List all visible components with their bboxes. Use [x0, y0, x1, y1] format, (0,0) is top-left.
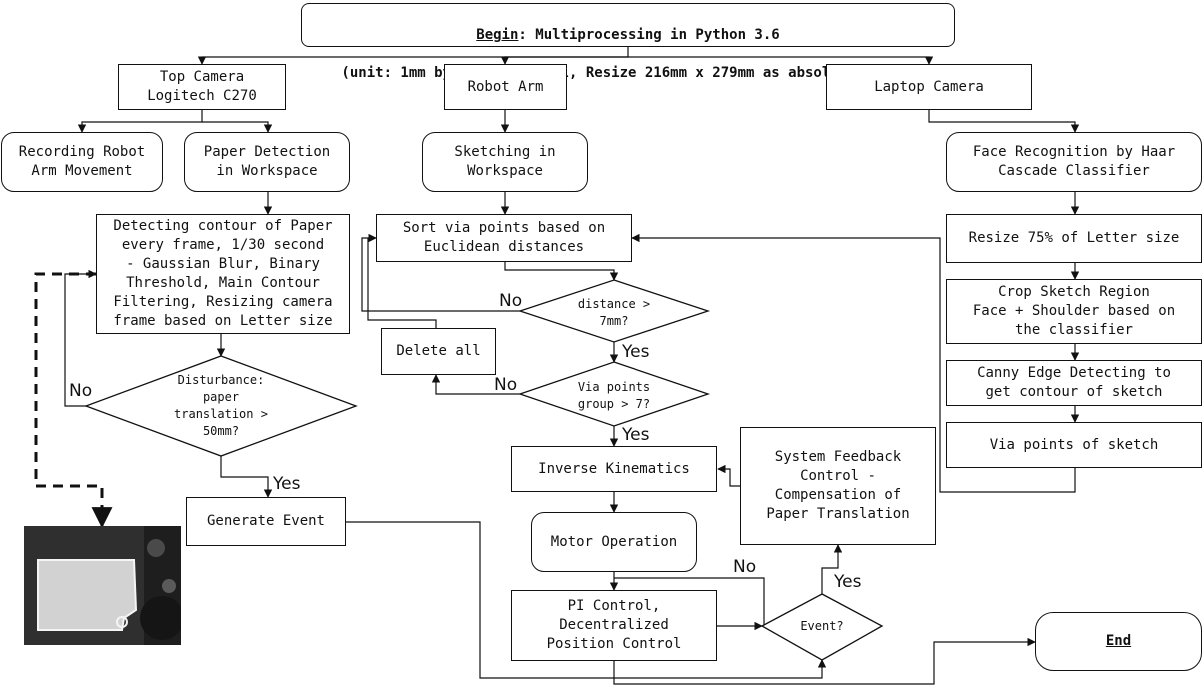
laptop-camera-box: Laptop Camera	[826, 64, 1032, 110]
begin-box: Begin: Multiprocessing in Python 3.6 (un…	[301, 3, 955, 81]
no-disturbance-label: No	[69, 381, 93, 401]
begin-keyword: Begin	[476, 27, 519, 43]
canny-edge-box: Canny Edge Detecting to get contour of s…	[946, 360, 1202, 406]
robot-arm-box: Robot Arm	[444, 64, 567, 110]
via-group-label: Via points group > 7?	[577, 380, 651, 411]
sort-via-points-box: Sort via points based on Euclidean dista…	[376, 214, 632, 262]
end-terminal: End	[1035, 612, 1202, 671]
yes-via-label: Yes	[622, 425, 650, 445]
top-camera-box: Top Camera Logitech C270	[118, 64, 286, 110]
motor-operation-box: Motor Operation	[531, 512, 697, 572]
distance-diamond	[517, 279, 711, 343]
no-via-label: No	[494, 375, 518, 395]
yes-disturbance-label: Yes	[273, 474, 301, 494]
system-feedback-box: System Feedback Control - Compensation o…	[740, 427, 936, 545]
disturbance-label: Disturbance: paper translation > 50mm?	[174, 373, 268, 438]
event-label: Event?	[800, 619, 844, 633]
recording-robot-arm-box: Recording Robot Arm Movement	[1, 132, 163, 192]
disturbance-diamond	[84, 355, 358, 457]
crop-sketch-box: Crop Sketch Region Face + Shoulder based…	[946, 279, 1202, 344]
camera-frame-image	[24, 526, 181, 645]
distance-label: distance > 7mm?	[577, 297, 651, 328]
paper-detection-box: Paper Detection in Workspace	[184, 132, 350, 192]
event-diamond	[760, 593, 884, 661]
inverse-kinematics-box: Inverse Kinematics	[511, 446, 717, 492]
resize-box: Resize 75% of Letter size	[946, 214, 1202, 263]
begin-title: : Multiprocessing in Python 3.6	[518, 27, 780, 43]
yes-distance-label: Yes	[622, 342, 650, 362]
face-recognition-box: Face Recognition by Haar Cascade Classif…	[946, 132, 1202, 192]
delete-all-box: Delete all	[381, 328, 496, 375]
no-distance-label: No	[499, 291, 523, 311]
via-group-diamond	[517, 361, 711, 427]
yes-event-label: Yes	[834, 572, 862, 592]
no-event-label: No	[733, 557, 757, 577]
sketching-workspace-box: Sketching in Workspace	[422, 132, 588, 192]
generate-event-box: Generate Event	[186, 497, 346, 546]
detecting-contour-box: Detecting contour of Paper every frame, …	[96, 214, 350, 334]
pi-control-box: PI Control, Decentralized Position Contr…	[511, 590, 717, 661]
via-points-sketch-box: Via points of sketch	[946, 422, 1202, 468]
